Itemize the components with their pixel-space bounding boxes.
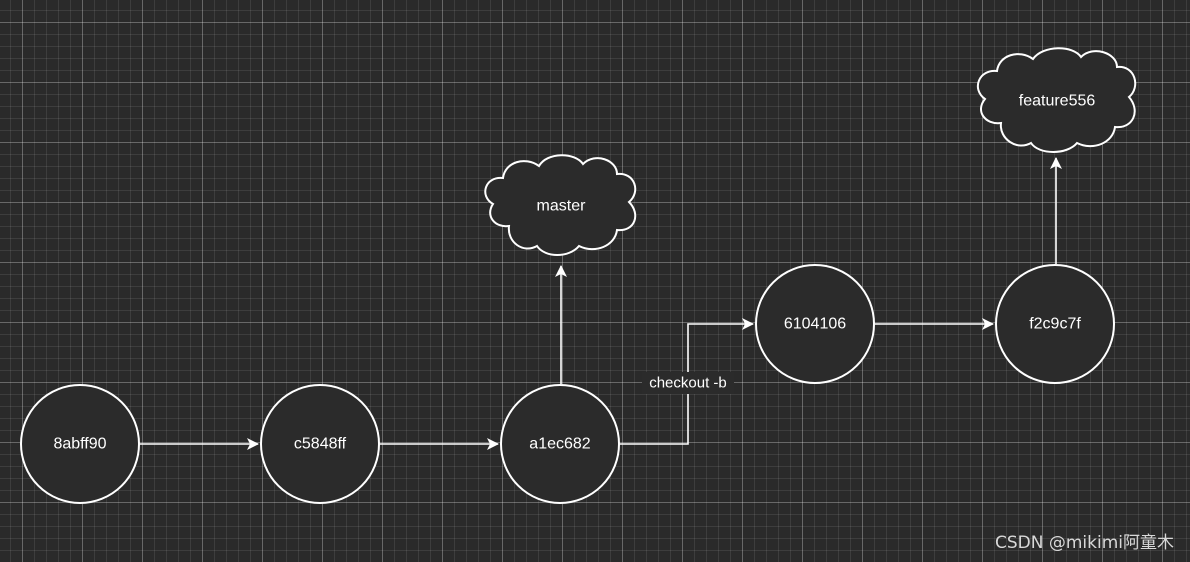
- commit-label: c5848ff: [294, 436, 347, 453]
- edge-label-text: checkout -b: [649, 375, 727, 392]
- commit-node: c5848ff: [260, 384, 380, 504]
- cloud-icon: [484, 154, 637, 256]
- commit-node: 8abff90: [20, 384, 140, 504]
- commit-node: f2c9c7f: [995, 264, 1115, 384]
- commit-label: 6104106: [784, 316, 846, 333]
- edge-label-background: [642, 372, 734, 394]
- branch-cloud-feature556: feature556: [976, 47, 1137, 153]
- watermark: CSDN @mikimi阿童木: [994, 533, 1174, 553]
- branch-cloud-master: master: [484, 154, 637, 256]
- commit-label: f2c9c7f: [1029, 316, 1081, 333]
- cloud-icon: [976, 47, 1137, 153]
- commit-label: a1ec682: [529, 436, 590, 453]
- branch-label: feature556: [1019, 93, 1096, 110]
- commit-label: 8abff90: [53, 436, 106, 453]
- edge-label-checkout: checkout -b: [642, 372, 734, 394]
- commit-node: a1ec682: [500, 384, 620, 504]
- commit-node: 6104106: [755, 264, 875, 384]
- branch-label: master: [537, 198, 587, 215]
